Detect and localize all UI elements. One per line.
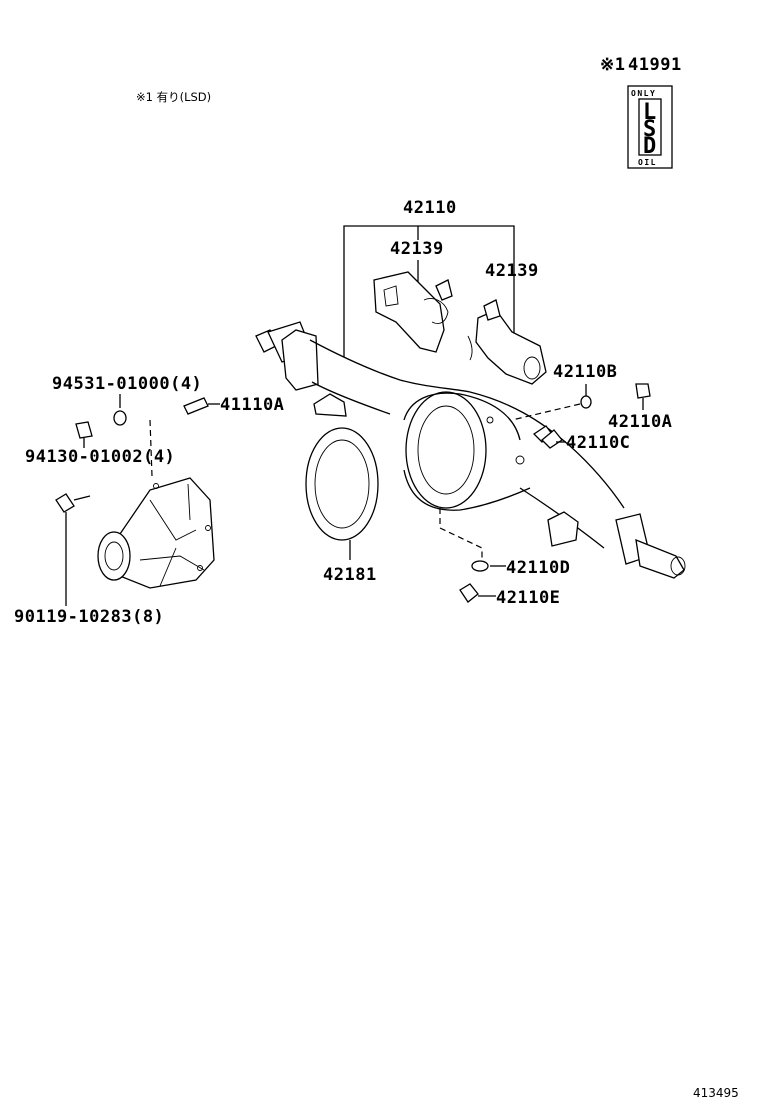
tag-inner-box <box>638 98 662 156</box>
washer-94531: 94531-01000(4) <box>52 374 202 426</box>
nut-94130: 94130-01002(4) <box>25 421 175 467</box>
lsd-note: ※1 有り(LSD) <box>136 90 211 104</box>
callout-42139-right: 42139 <box>485 261 539 281</box>
callout-94130: 94130-01002(4) <box>25 447 175 467</box>
axle-housing-part <box>255 321 686 579</box>
tag-bottom-text: OIL <box>638 158 657 167</box>
tag-ref-mark: ※1 <box>600 55 625 75</box>
tag-top-text: ONLY <box>631 89 656 98</box>
stud-41110a: 41110A <box>183 395 284 415</box>
bolt-42110a: 42110A <box>608 383 672 432</box>
callout-94531: 94531-01000(4) <box>52 374 202 394</box>
callout-42139-left: 42139 <box>390 239 444 259</box>
plug-42110e: 42110E <box>459 583 560 608</box>
callout-42110a-right: 42110A <box>608 412 672 432</box>
carrier-bolt-90119: 90119-10283(8) <box>14 493 164 627</box>
callout-41110a: 41110A <box>220 395 284 415</box>
callout-42110e: 42110E <box>496 588 560 608</box>
housing-leader: 42110 <box>343 198 515 357</box>
tag-letter-2: S <box>643 117 656 142</box>
callout-90119: 90119-10283(8) <box>14 607 164 627</box>
tag-frame <box>627 85 673 169</box>
lsd-oil-tag: ※1 41991 ONLY L S D OIL <box>600 55 682 169</box>
tag-letter-3: D <box>643 134 656 159</box>
breather-42110c: 42110C <box>532 425 630 453</box>
gasket-part: 42181 <box>305 427 379 585</box>
illustration-id: 413495 <box>693 1086 739 1100</box>
callout-42110c: 42110C <box>566 433 630 453</box>
callout-42110: 42110 <box>403 198 457 218</box>
bracket-right-part <box>467 299 547 385</box>
callout-42110b: 42110B <box>553 362 617 382</box>
tag-part-number: 41991 <box>628 55 682 75</box>
plug-42110d: 42110D <box>439 508 570 578</box>
bracket-left-part <box>373 271 453 353</box>
plug-42110b: 42110B <box>511 362 617 421</box>
differential-carrier-part <box>97 477 215 589</box>
callout-42181: 42181 <box>323 565 377 585</box>
callout-42110d: 42110D <box>506 558 570 578</box>
tag-letter-1: L <box>643 100 656 125</box>
